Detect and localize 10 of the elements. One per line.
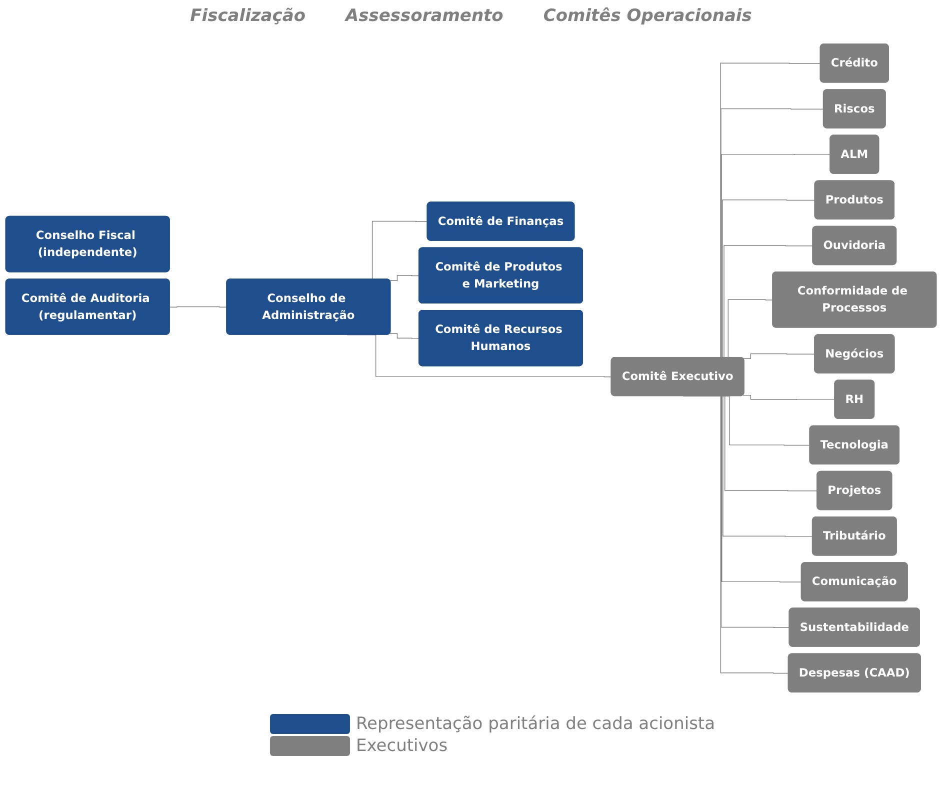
- legend-label: Representação paritária de cada acionista: [356, 714, 716, 734]
- connector: [742, 353, 816, 359]
- connector: [390, 333, 420, 339]
- connector: [742, 394, 836, 400]
- group-heading: Assessoramento: [346, 6, 504, 26]
- connector: [390, 275, 420, 281]
- group-heading: Comitês Operacionais: [543, 6, 752, 26]
- group-heading: Fiscalização: [190, 6, 306, 26]
- legend-label: Executivos: [356, 736, 448, 756]
- connector: [170, 306, 228, 308]
